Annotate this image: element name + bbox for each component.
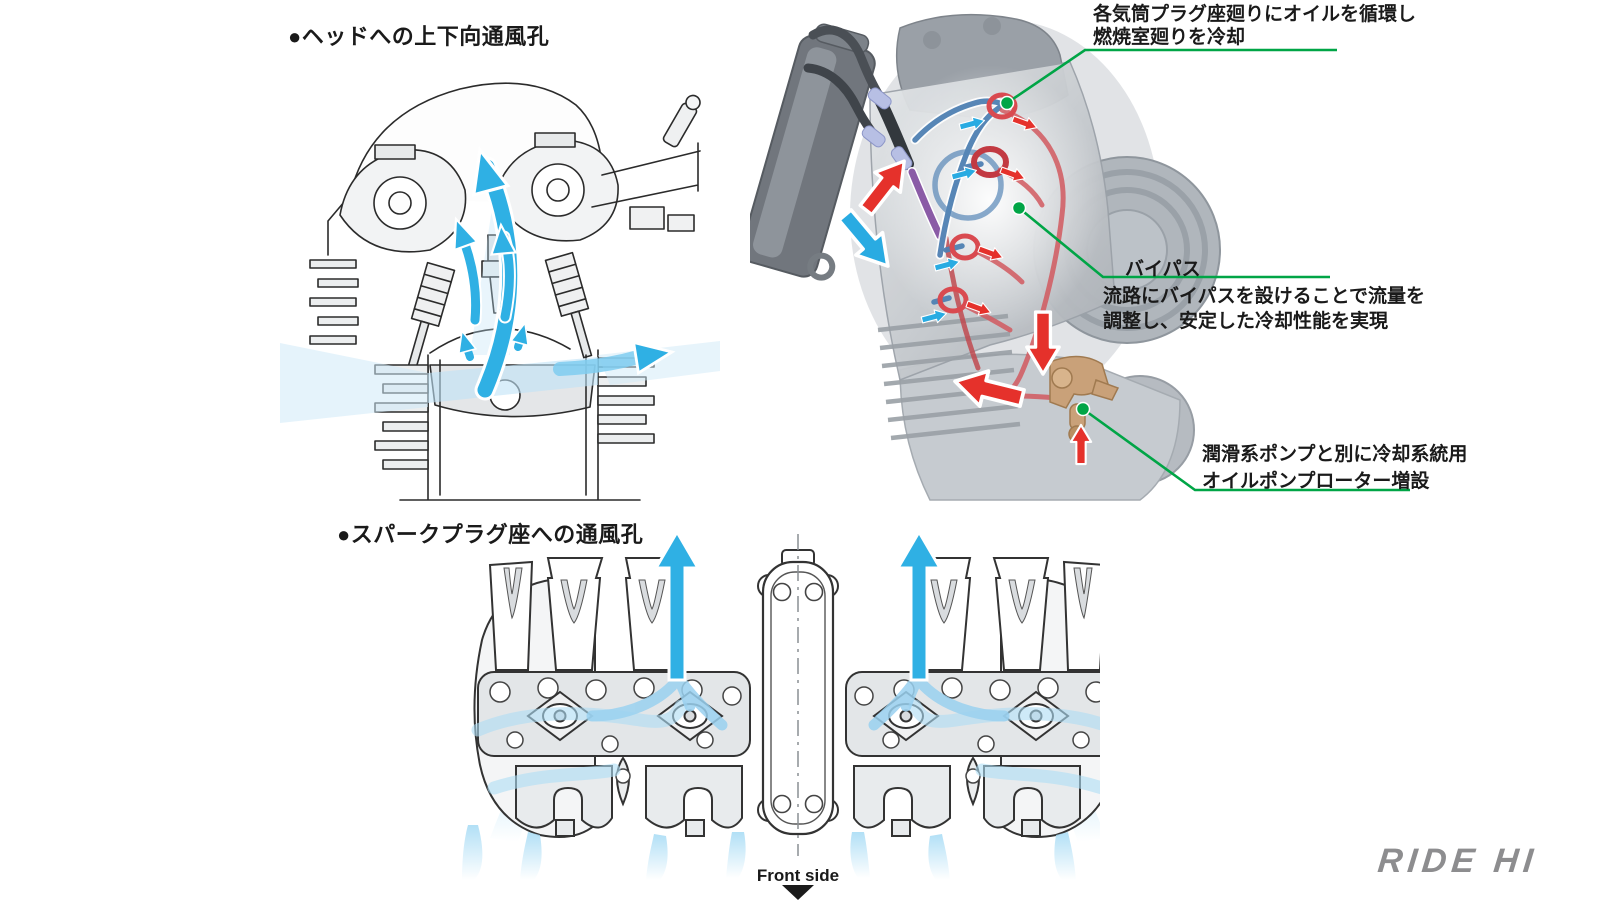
- purple-pipe: [908, 168, 944, 240]
- callout-plug-oil: 各気筒プラグ座廻りにオイルを循環し 燃焼室廻りを冷却: [1093, 3, 1416, 49]
- callout-bypass-title: バイパス: [1125, 259, 1201, 280]
- heading-head-vent: ●ヘッドへの上下向通風孔: [288, 24, 550, 49]
- heading-plug-vent: ●スパークプラグ座への通風孔: [337, 522, 644, 547]
- fuel-injector: [662, 94, 701, 148]
- callout-plug-oil-line1: 各気筒プラグ座廻りにオイルを循環し: [1093, 4, 1417, 25]
- engine-oil-cooling-illustration: [750, 13, 1410, 501]
- callout-leader-lines: [999, 48, 1410, 492]
- plug-bore-rings: [937, 92, 1018, 314]
- callout-oil-pump-line1: 潤滑系ポンプと別に冷却系統用: [1202, 444, 1468, 465]
- front-side-label: Front side: [756, 866, 840, 885]
- airflow-arrows: [443, 143, 676, 401]
- front-side-arrow-icon: [782, 885, 814, 900]
- callout-oil-pump: 潤滑系ポンプと別に冷却系統用 オイルポンプローター増設: [1202, 441, 1467, 495]
- callout-bypass-line1: 流路にバイパスを設けることで流量を: [1103, 286, 1426, 307]
- callout-oil-pump-line2: オイルポンプローター増設: [1202, 471, 1430, 492]
- head-right-half: [846, 532, 1100, 880]
- oil-cooler: [750, 23, 914, 281]
- callout-bypass-line2: 調整し、安定した冷却性能を実現: [1103, 311, 1389, 332]
- plug-seat-vent-illustration: [460, 520, 1100, 880]
- engine-3d-body: [850, 13, 1221, 501]
- callout-bypass: 流路にバイパスを設けることで流量を 調整し、安定した冷却性能を実現: [1103, 284, 1425, 334]
- head-cross-section-illustration: [280, 82, 720, 501]
- watermark-logo: RIDE HI: [1376, 842, 1540, 880]
- head-left-half: [462, 532, 750, 880]
- callout-plug-oil-line2: 燃焼室廻りを冷却: [1093, 27, 1246, 48]
